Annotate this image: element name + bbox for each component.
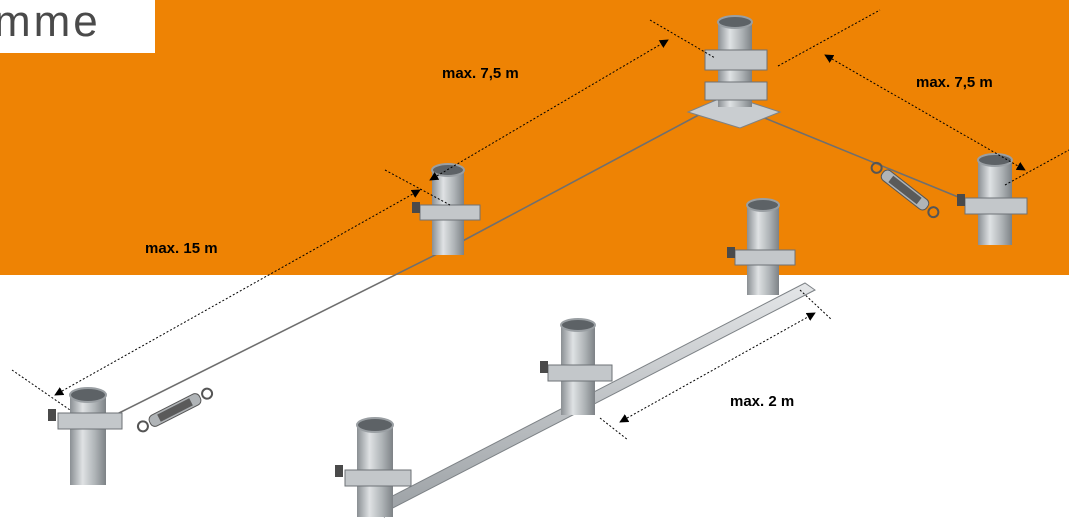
vertical-pipe-icon — [335, 417, 412, 517]
dimension-line-rail — [619, 312, 816, 423]
vertical-pipe-icon — [540, 318, 613, 415]
cable-segment-left — [114, 244, 456, 416]
corner-bracket-icon — [686, 94, 782, 129]
dimension-extension — [599, 417, 629, 441]
dimension-extension — [649, 19, 716, 59]
title-box: mme — [0, 0, 155, 53]
vertical-pipe-icon — [727, 198, 796, 295]
dimension-extension — [799, 289, 833, 321]
vertical-pipe-icon — [957, 153, 1028, 245]
dimension-lines — [11, 9, 1069, 441]
cable-segment-right — [744, 109, 991, 211]
dimension-extension — [384, 169, 451, 206]
dimension-extension — [11, 369, 71, 411]
vertical-pipe-icon — [412, 163, 481, 255]
dimension-extension — [1004, 149, 1069, 186]
dimension-line-top-left — [429, 39, 669, 181]
dimension-label-top-left: max. 7,5 m — [442, 65, 519, 82]
cable-segment-mid — [454, 109, 709, 246]
dimension-label-top-right: max. 7,5 m — [916, 74, 993, 91]
turnbuckle-icon — [136, 387, 214, 433]
vertical-pipe-icon — [704, 15, 768, 107]
page-title: mme — [0, 0, 101, 46]
turnbuckle-icon — [870, 161, 940, 219]
dimension-label-left: max. 15 m — [145, 240, 218, 257]
dimension-label-rail: max. 2 m — [730, 393, 794, 410]
dimension-line-top-right — [824, 54, 1026, 171]
dimension-extension — [777, 9, 881, 67]
dimension-line-left — [54, 189, 421, 396]
